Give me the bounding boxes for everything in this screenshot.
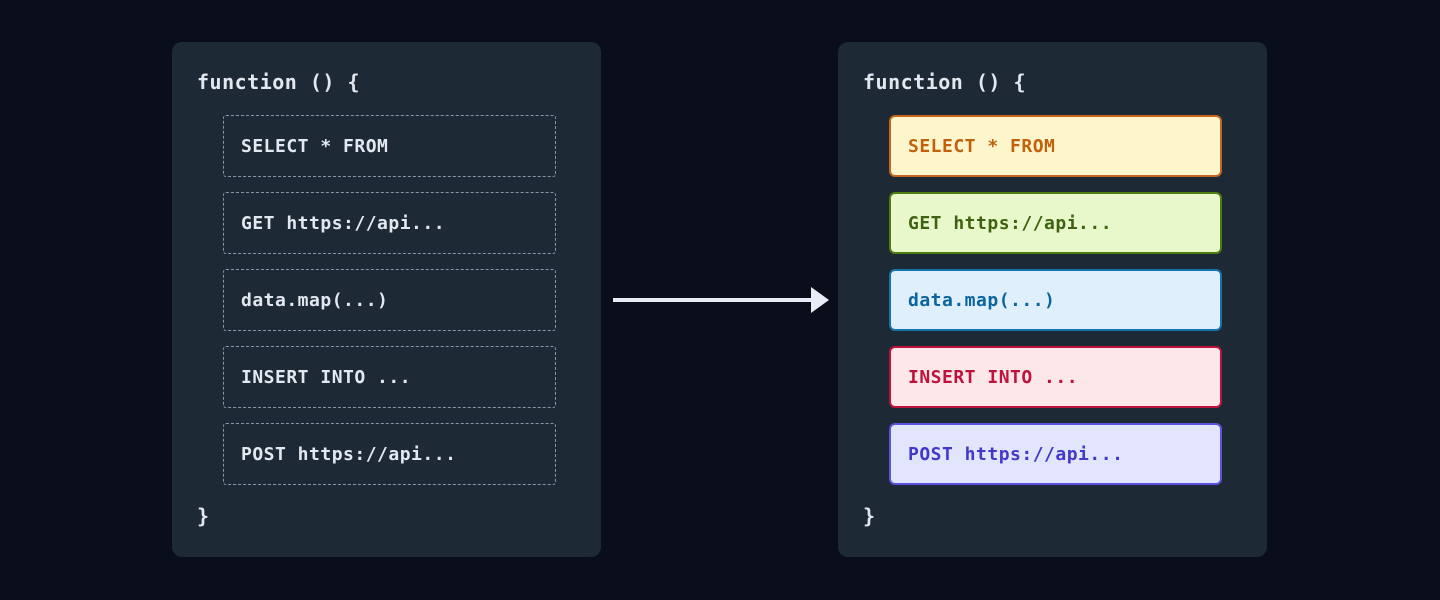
- highlighted-snippet-list: SELECT * FROM GET https://api... data.ma…: [889, 115, 1222, 485]
- snippet-data-map-highlighted: data.map(...): [889, 269, 1222, 331]
- arrow-head: [811, 287, 829, 313]
- snippet-select-from: SELECT * FROM: [223, 115, 556, 177]
- snippet-select-from-highlighted: SELECT * FROM: [889, 115, 1222, 177]
- arrow-shaft: [613, 298, 811, 302]
- source-snippet-list: SELECT * FROM GET https://api... data.ma…: [223, 115, 556, 485]
- snippet-post-api: POST https://api...: [223, 423, 556, 485]
- highlighted-code-panel: function () { SELECT * FROM GET https://…: [838, 42, 1267, 557]
- snippet-data-map: data.map(...): [223, 269, 556, 331]
- function-close-line: }: [863, 504, 876, 528]
- snippet-insert-into-highlighted: INSERT INTO ...: [889, 346, 1222, 408]
- transform-arrow-icon: [613, 287, 829, 313]
- function-open-line: function () {: [863, 70, 1027, 94]
- function-close-line: }: [197, 504, 210, 528]
- function-open-line: function () {: [197, 70, 361, 94]
- snippet-get-api-highlighted: GET https://api...: [889, 192, 1222, 254]
- source-code-panel: function () { SELECT * FROM GET https://…: [172, 42, 601, 557]
- snippet-insert-into: INSERT INTO ...: [223, 346, 556, 408]
- snippet-post-api-highlighted: POST https://api...: [889, 423, 1222, 485]
- snippet-get-api: GET https://api...: [223, 192, 556, 254]
